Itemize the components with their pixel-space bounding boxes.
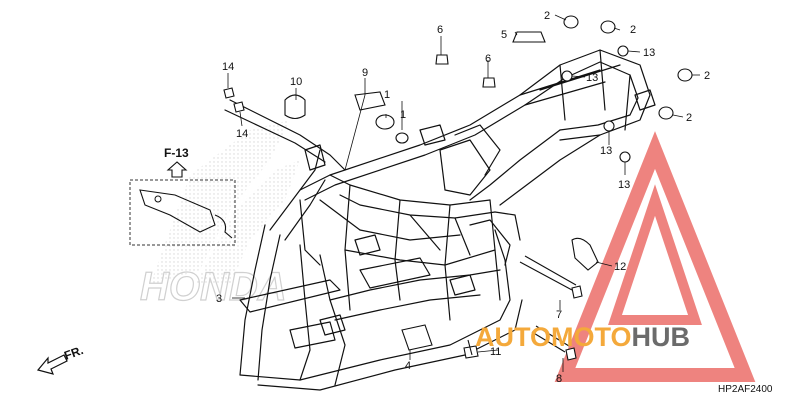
callout-13-b: 13	[586, 72, 598, 84]
callout-1-lower: 1	[400, 109, 406, 121]
watermark-moto: MOTO	[551, 322, 632, 352]
frame-assembly	[224, 49, 656, 391]
watermark-brand: AUTOMOTOHUB	[475, 322, 690, 352]
callout-2-b: 2	[630, 24, 636, 36]
callout-14-top: 14	[222, 61, 234, 73]
callout-1-upper: 1	[384, 89, 390, 101]
reference-arrow	[166, 161, 188, 178]
watermark-auto: AUTO	[475, 322, 551, 352]
diagram-code: HP2AF2400	[718, 384, 773, 395]
callout-6-right: 6	[485, 53, 491, 65]
callout-2-d: 2	[686, 112, 692, 124]
honda-watermark: HONDA	[139, 120, 300, 310]
triangle-logo-watermark	[554, 131, 756, 382]
callout-13-d: 13	[618, 179, 630, 191]
callout-7: 7	[556, 309, 562, 321]
reference-inset	[129, 179, 236, 246]
direction-label: FR.	[62, 343, 85, 363]
callout-11: 12	[614, 261, 626, 273]
watermark-hub: HUB	[632, 322, 691, 352]
small-parts	[223, 15, 693, 361]
callout-13-c: 13	[600, 145, 612, 157]
callout-2-c: 2	[704, 70, 710, 82]
callout-4: 4	[405, 360, 411, 372]
callout-8: 8	[556, 373, 562, 385]
honda-logo-text: HONDA	[140, 265, 287, 309]
leader-lines	[227, 14, 700, 372]
callout-10: 10	[290, 76, 302, 88]
callout-13-a: 13	[643, 47, 655, 59]
callout-2-a: 2	[544, 10, 550, 22]
callout-5: 5	[501, 29, 507, 41]
callout-14-bottom: 14	[236, 128, 248, 140]
callout-12: 11	[490, 346, 501, 358]
callout-9: 9	[362, 67, 368, 79]
callout-6-left: 6	[437, 24, 443, 36]
callout-numbers: 14 14 10 9 1 1 6 6 5 2 2 2 2 13 13 13 13…	[216, 10, 710, 385]
reference-label: F-13	[164, 146, 189, 160]
front-direction-arrow-icon	[36, 354, 68, 375]
callout-3: 3	[216, 293, 222, 305]
